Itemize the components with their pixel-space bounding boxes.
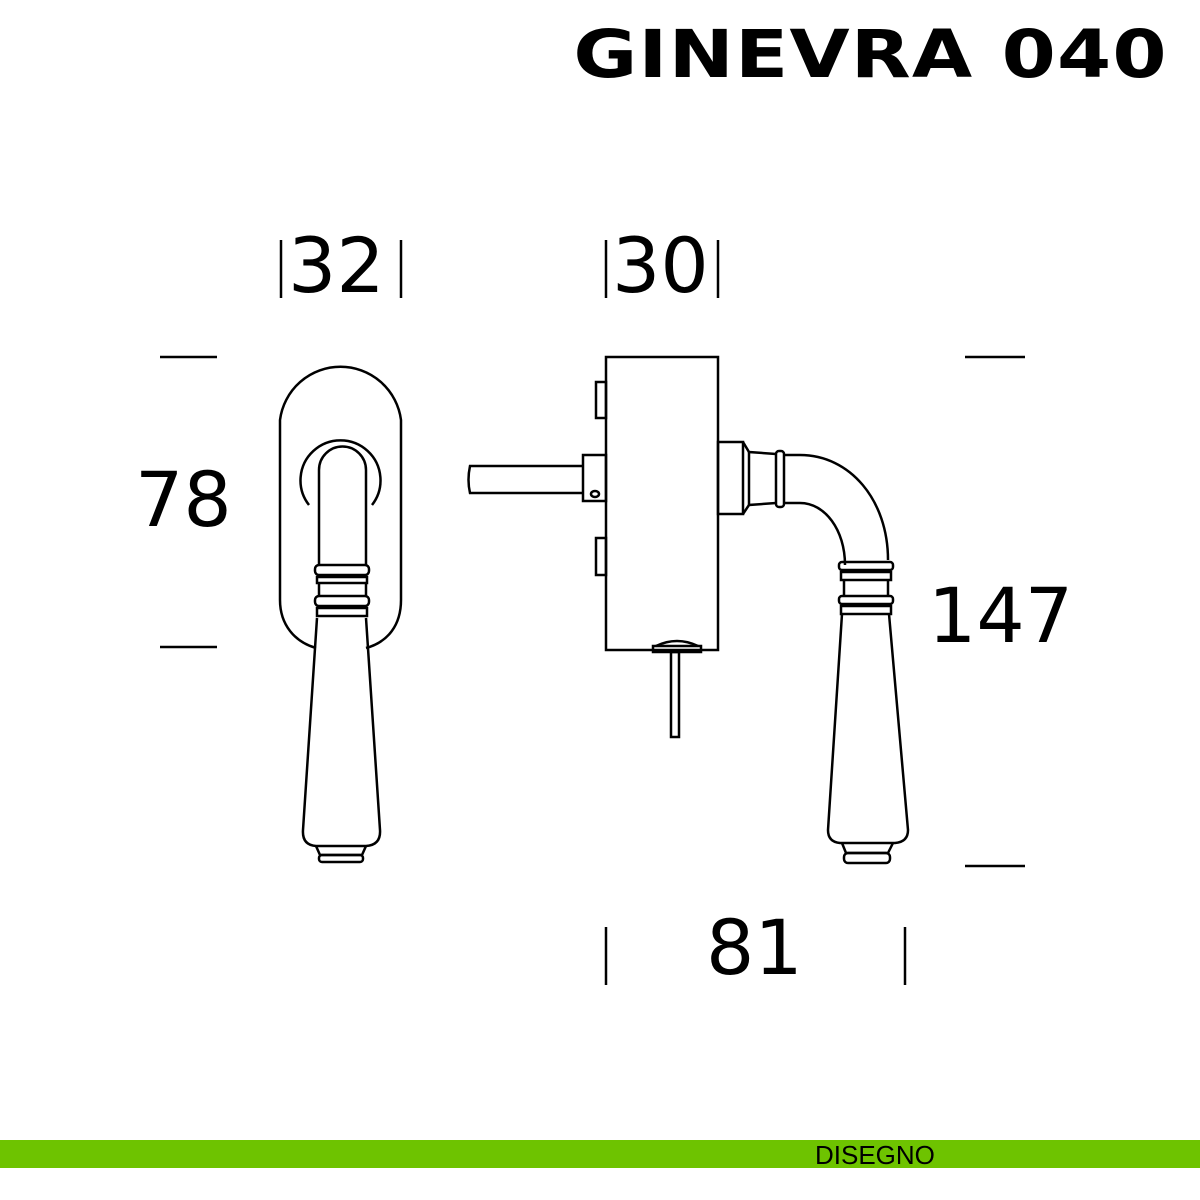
footer-label: DISEGNO <box>815 1140 935 1170</box>
dimension-depth-label: 30 <box>612 221 709 310</box>
dimension-rosette-height-label: 78 <box>135 455 232 544</box>
dimension-projection-label: 81 <box>706 903 803 992</box>
front-view-handle <box>278 365 403 864</box>
product-title: GINEVRA 040 <box>573 16 1168 93</box>
dimension-lines <box>160 240 1025 985</box>
side-view-handle <box>467 355 910 865</box>
dimension-width-label: 32 <box>288 221 385 310</box>
footer-bar <box>0 1140 1200 1168</box>
dimension-total-height-label: 147 <box>928 571 1074 660</box>
